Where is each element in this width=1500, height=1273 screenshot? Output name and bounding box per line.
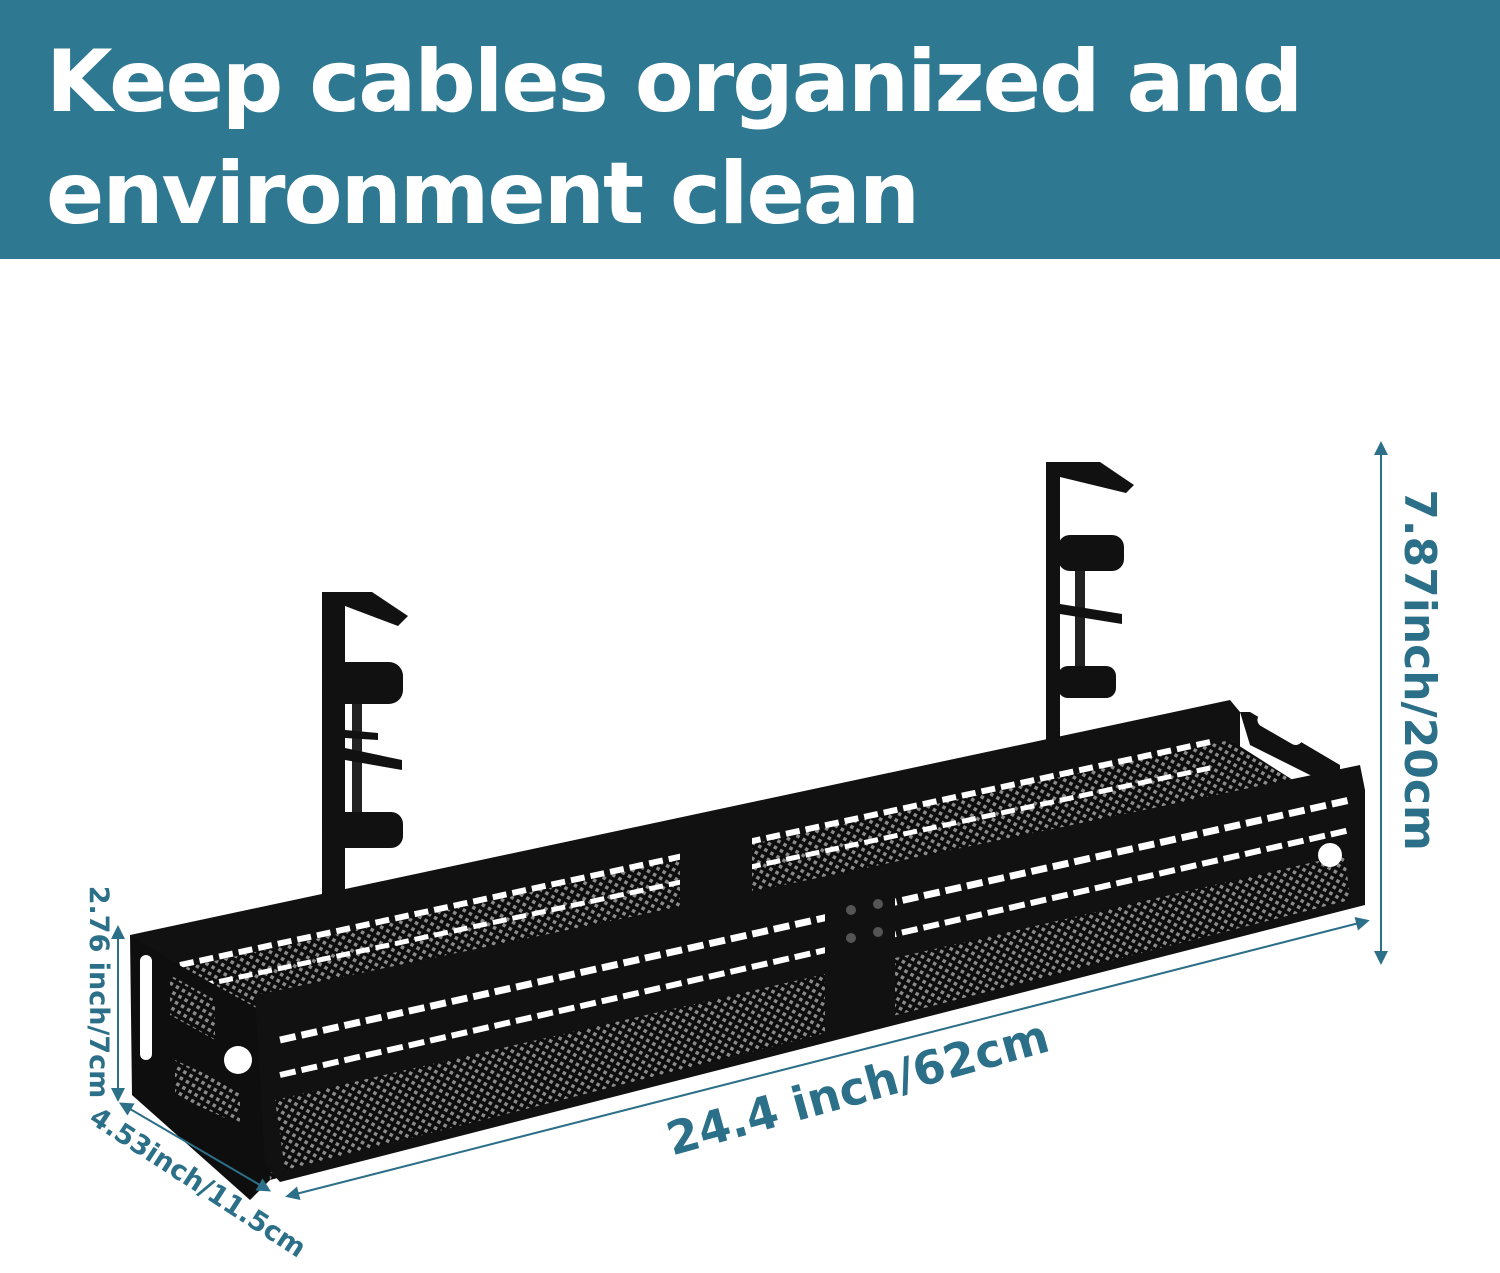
left-end-handle-slot [140,955,152,1060]
right-clamp-knob-top [1058,535,1124,571]
height-dimension: 7.87inch/20cm [1374,441,1445,965]
headline-line-1: Keep cables organized and [46,32,1303,132]
left-clamp-knob-top [327,662,403,704]
height-label: 7.87inch/20cm [1394,489,1445,851]
right-clamp-knob-bottom [1058,666,1116,698]
tray-height-dimension: 2.76 inch/7cm [83,886,125,1102]
extension-joint-back [680,818,752,915]
header-banner: Keep cables organized and environment cl… [0,0,1500,259]
left-clamp-knob-bottom [327,812,403,848]
tray-height-label: 2.76 inch/7cm [83,886,114,1099]
headline-line-2: environment clean [46,144,920,244]
left-desk-clamp [322,592,408,905]
extension-joint-front [825,875,895,1038]
headline: Keep cables organized and environment cl… [46,26,1303,250]
right-desk-clamp [1046,462,1134,780]
